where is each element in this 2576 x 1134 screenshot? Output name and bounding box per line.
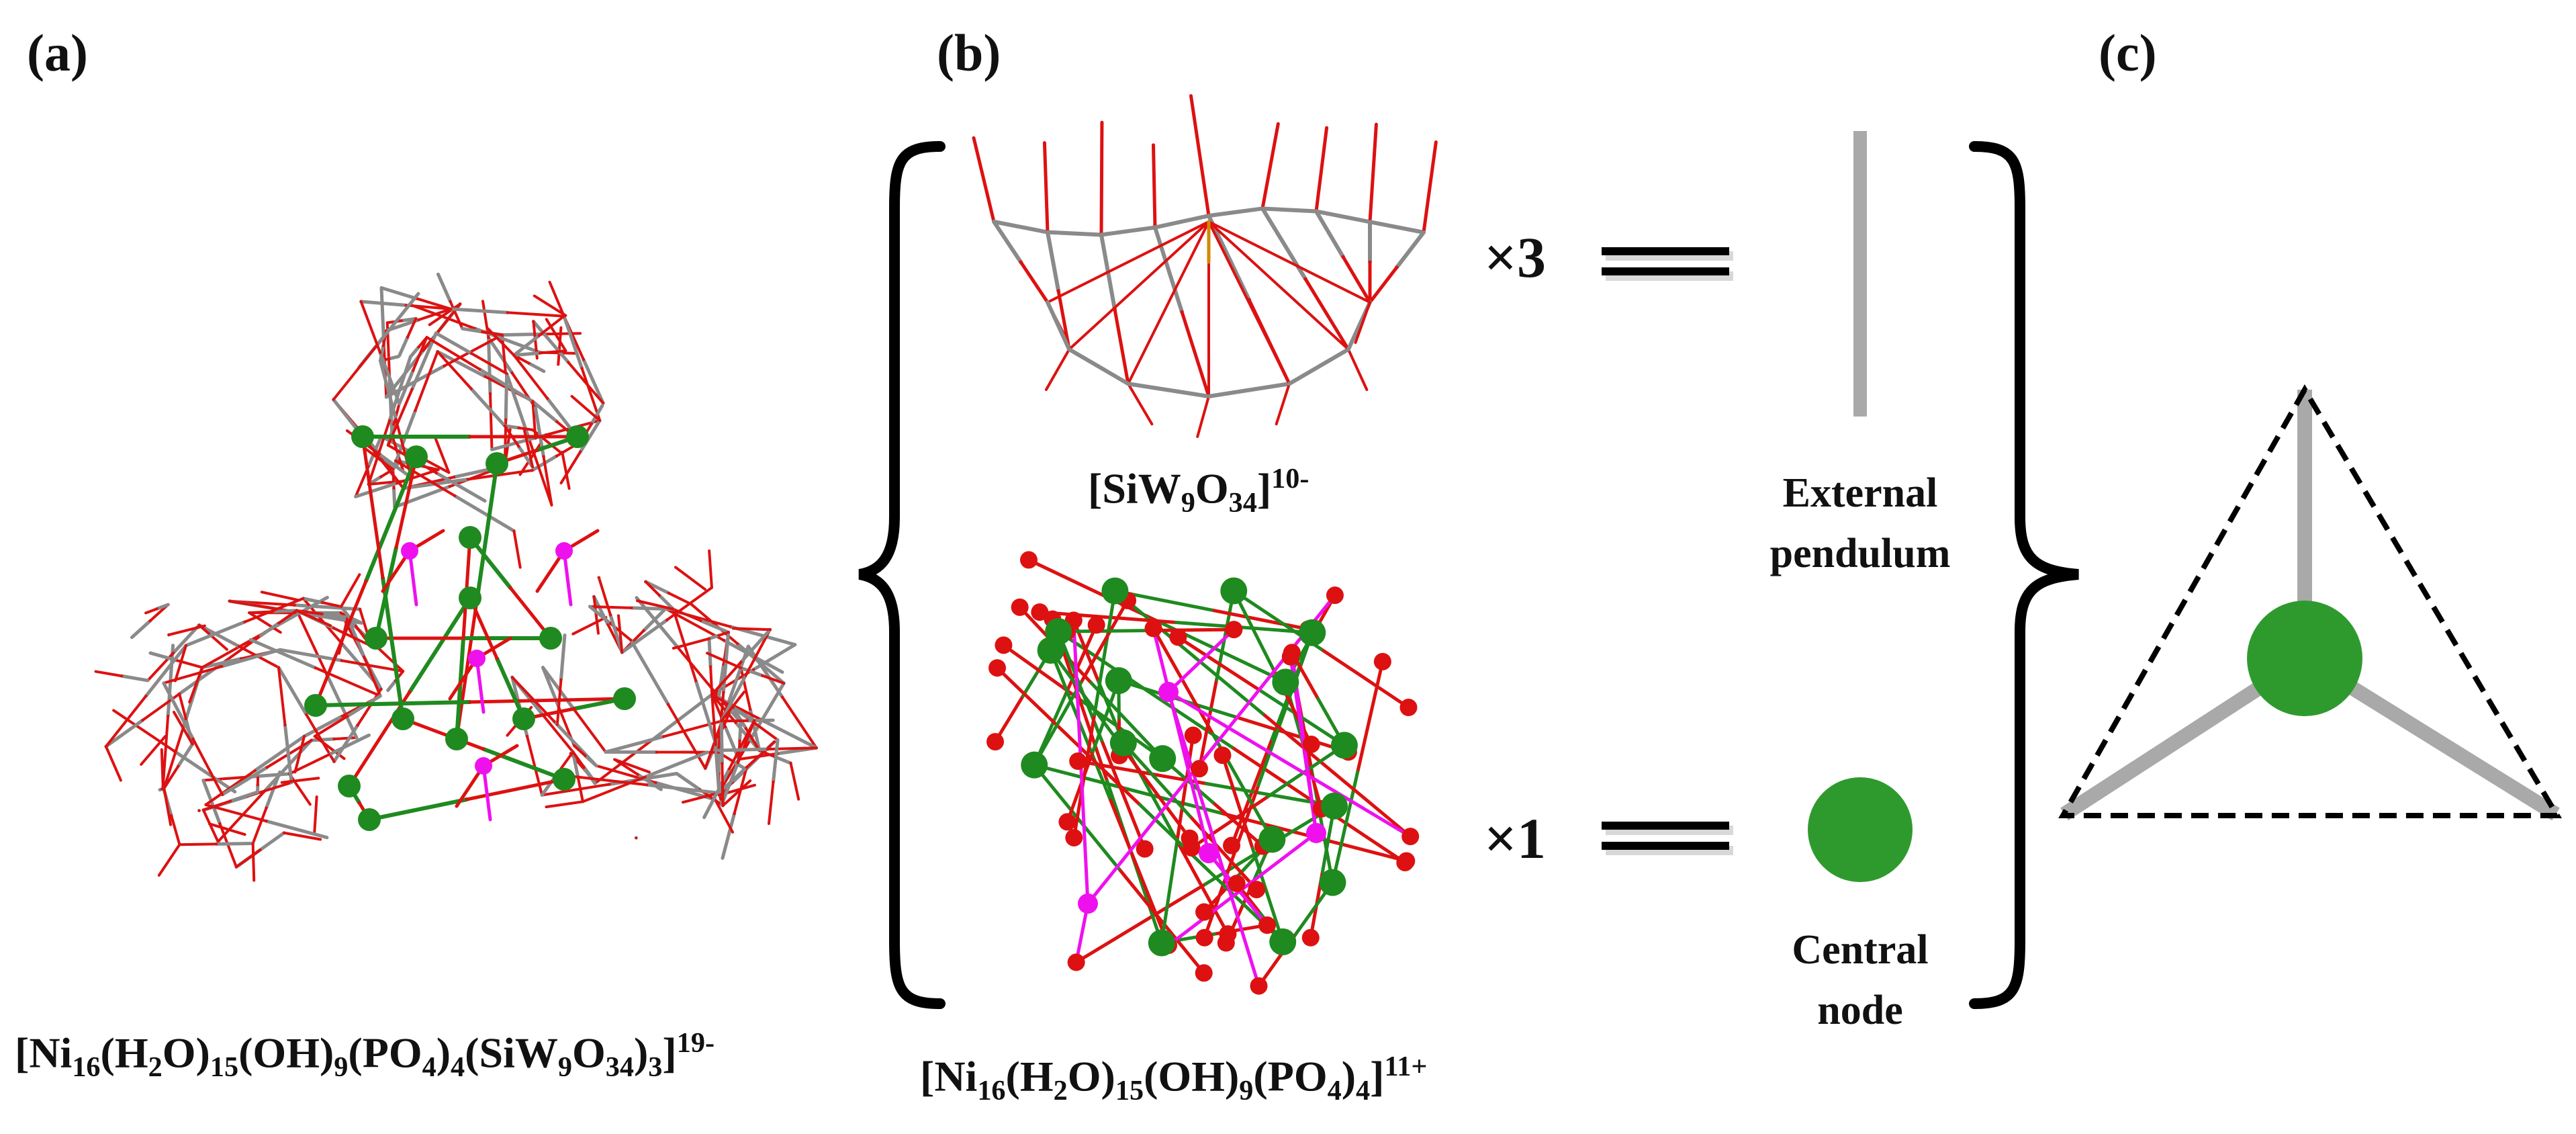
panel-label-c: (c) xyxy=(2099,24,2157,82)
external-pendulum-label: External pendulum xyxy=(1769,470,1951,576)
central-node-label: Central node xyxy=(1792,927,1929,1033)
nickel-core-structure xyxy=(986,551,1420,995)
panel-label-b: (b) xyxy=(937,24,1001,82)
central-node xyxy=(2247,601,2362,716)
full-cluster-formula: [Ni16(H2O)15(OH)9(PO4)4(SiW9O34)3]19- xyxy=(15,1027,715,1084)
core-formula: [Ni16(H2O)15(OH)9(PO4)4]11+ xyxy=(920,1051,1428,1107)
topology-diagram xyxy=(2058,384,2563,821)
equivalence-sign-bottom xyxy=(1602,822,1733,855)
multiplier-bottom: ×1 xyxy=(1484,806,1547,871)
polyanion-structure xyxy=(972,94,1438,438)
polyanion-formula: [SiW9O34]10- xyxy=(1088,463,1309,519)
external-pendulum-icon xyxy=(1853,131,1867,417)
tetrahedron-outline xyxy=(2058,384,2563,818)
multiplier-top: ×3 xyxy=(1484,225,1547,290)
right-curly-brace xyxy=(1969,141,2079,1009)
equivalence-sign-top xyxy=(1602,247,1733,281)
left-curly-brace xyxy=(858,141,946,1009)
full-cluster-structure xyxy=(94,272,819,882)
panel-label-a: (a) xyxy=(27,24,88,82)
central-node-icon xyxy=(1808,777,1913,882)
